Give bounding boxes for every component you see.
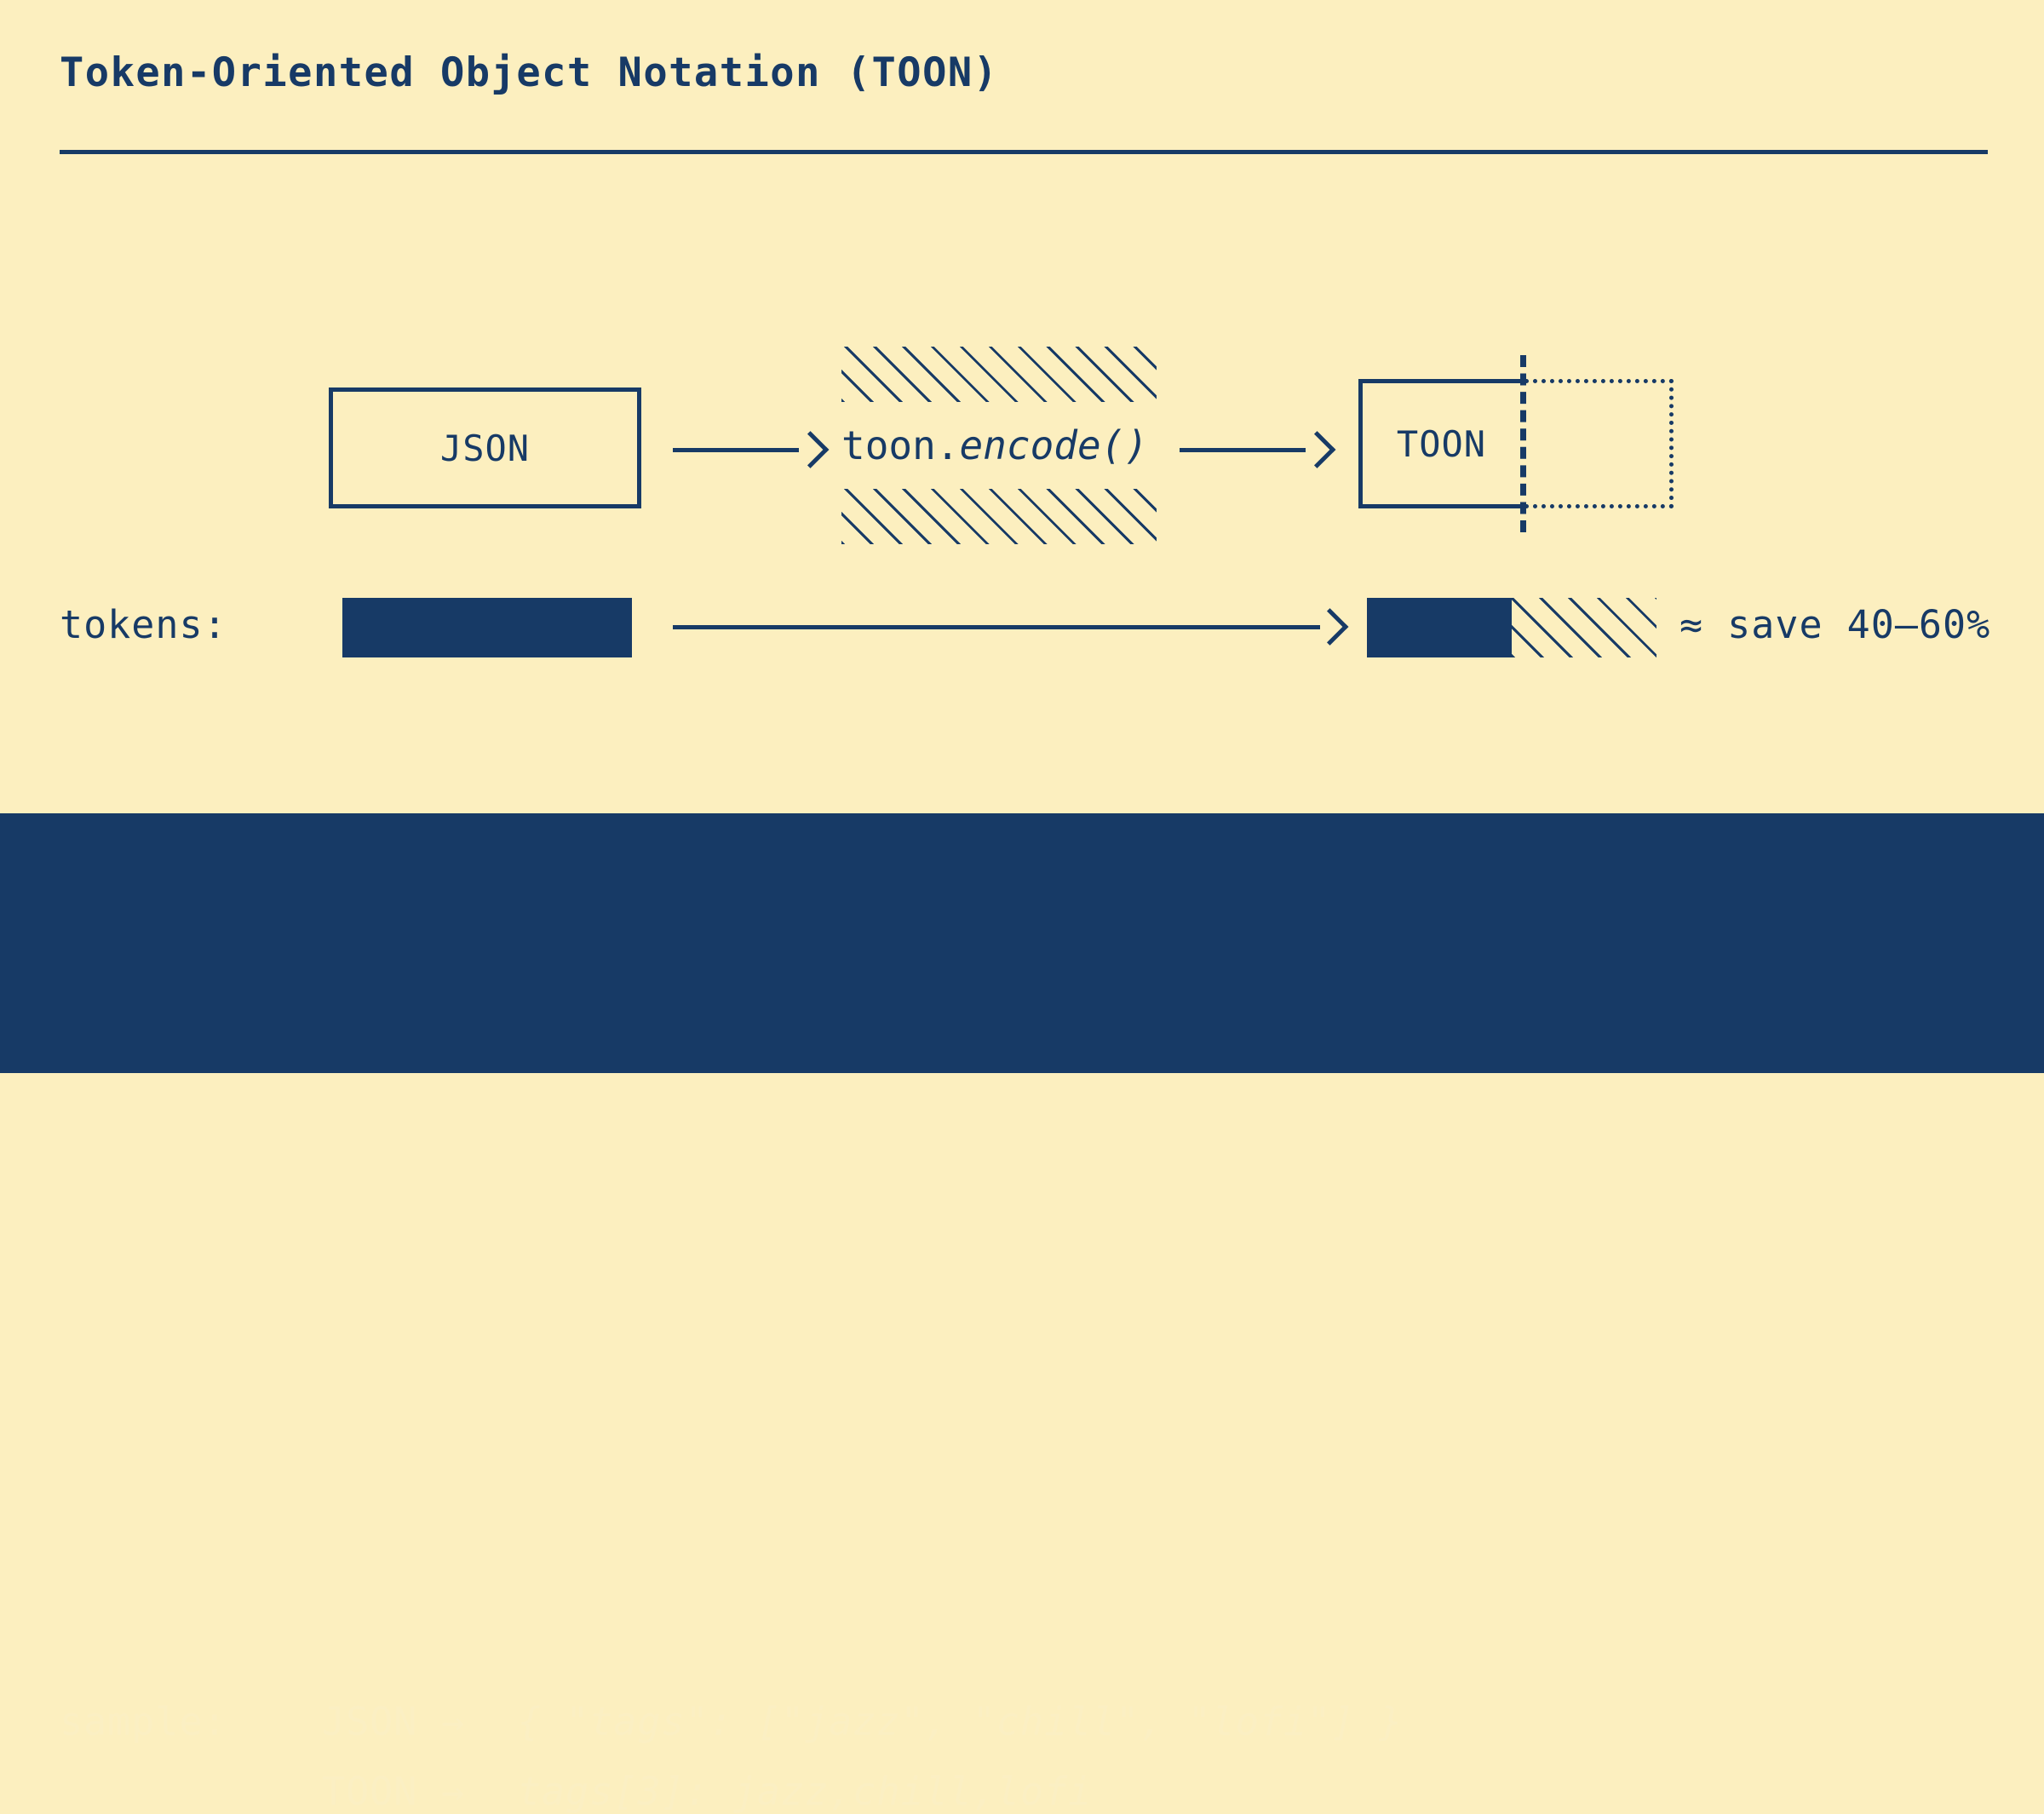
toon-box-label: TOON (1396, 422, 1487, 465)
toon-target-box: TOON (1358, 355, 1674, 532)
arrow-right-icon-sample-json: → (441, 1699, 466, 1744)
encode-transform-block: toon.encode() (841, 347, 1157, 544)
toon-box-dotted-part (1524, 379, 1674, 508)
arrow-head (1298, 431, 1336, 468)
infographic-page: Token-Oriented Object Notation (TOON) JS… (0, 49, 2044, 1814)
token-bar-toon-saved (1512, 598, 1656, 657)
hatch-pattern-top (841, 347, 1157, 402)
savings-annotation: ≈ save 40–60% (1679, 602, 1991, 647)
token-bar-toon-used (1367, 598, 1512, 657)
arrow-right-icon-sample-toon: → (441, 1769, 466, 1814)
hatch-pattern-bottom (841, 489, 1157, 544)
sample-format-json: JSON (322, 1699, 418, 1744)
sample-label: sample: (60, 1699, 227, 1744)
page-title: Token-Oriented Object Notation (TOON) (60, 49, 999, 96)
arrow-shaft (1180, 448, 1306, 452)
toon-box-solid-part: TOON (1358, 379, 1520, 508)
sample-format-toon: TOON (322, 1769, 418, 1814)
tokens-row-label: tokens: (60, 602, 227, 647)
arrow-head (791, 431, 830, 468)
toon-box-divider (1520, 355, 1526, 532)
sample-code-toon: tags[3]: jazz,chill,lofi (518, 1769, 1093, 1814)
sample-code-json: { "tags": ["jazz", "chill", "lofi"] } (518, 1699, 1404, 1744)
sample-row-json: JSON → { "tags": ["jazz", "chill", "lofi"]… (322, 1699, 1403, 1744)
encode-label-function: encode() (959, 422, 1149, 468)
token-bar-json (342, 598, 632, 657)
title-divider (60, 150, 1988, 154)
json-box-label: JSON (439, 427, 531, 469)
encode-label-namespace: toon. (841, 422, 960, 468)
sample-panel: sample: JSON → { "tags": ["jazz", "chill",… (0, 813, 2044, 1814)
sample-row-toon: TOON → tags[3]: jazz,chill,lofi (322, 1769, 1092, 1814)
arrow-shaft (673, 625, 1320, 629)
encode-function-label: toon.encode() (841, 403, 1157, 488)
arrow-shaft (673, 448, 799, 452)
arrow-head (1311, 608, 1349, 646)
json-source-box: JSON (329, 387, 641, 508)
